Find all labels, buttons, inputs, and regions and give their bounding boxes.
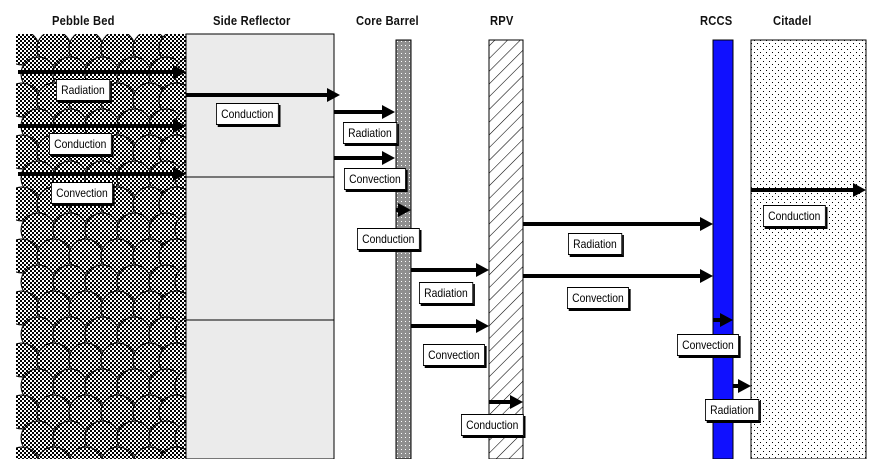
- pebble: [174, 421, 186, 455]
- arrow-gap1-radiation: [334, 105, 395, 119]
- side-reflector-region: [185, 33, 335, 459]
- pebble: [101, 446, 135, 459]
- header-citadel: Citadel: [773, 13, 812, 28]
- label-citadel-conduction: Conduction: [763, 205, 826, 227]
- header-rccs: RCCS: [700, 13, 733, 28]
- pebble: [133, 446, 167, 459]
- arrow-rccs-radiation: [733, 379, 751, 393]
- arrow-pebble-convection: [18, 167, 186, 181]
- pebble: [69, 446, 103, 459]
- label-gap2-radiation: Radiation: [419, 282, 473, 304]
- header-rpv: RPV: [490, 13, 514, 28]
- arrow-gap3-convection: [523, 269, 713, 283]
- pebble: [174, 317, 186, 351]
- label-rpv-conduction: Conduction: [461, 414, 524, 436]
- rpv-region: [488, 39, 524, 459]
- label-rccs-convection: Convection: [677, 334, 739, 356]
- label-pebble-radiation: Radiation: [56, 79, 110, 101]
- label-gap1-radiation: Radiation: [343, 122, 397, 144]
- arrow-pebble-radiation: [18, 65, 186, 79]
- header-pebble-bed: Pebble Bed: [52, 13, 115, 28]
- pebble: [174, 265, 186, 299]
- header-side-reflector: Side Reflector: [213, 13, 291, 28]
- pebble-bed-region: [16, 34, 186, 459]
- label-rccs-radiation: Radiation: [705, 399, 759, 421]
- arrow-gap2-radiation: [411, 263, 489, 277]
- heat-flow-arrows: [18, 65, 866, 409]
- arrow-gap1-convection: [334, 151, 395, 165]
- label-gap2-convection: Convection: [423, 344, 485, 366]
- label-reflector-conduction: Conduction: [216, 103, 279, 125]
- pebble: [37, 446, 71, 459]
- label-barrel-conduction: Conduction: [357, 228, 420, 250]
- label-pebble-convection: Convection: [51, 182, 113, 204]
- arrow-citadel-conduction: [751, 183, 866, 197]
- label-gap3-radiation: Radiation: [568, 233, 622, 255]
- pebble: [174, 213, 186, 247]
- arrow-gap2-convection: [411, 319, 489, 333]
- pebble: [159, 446, 186, 459]
- pebble: [174, 369, 186, 403]
- rccs-region: [712, 39, 734, 459]
- pebble: [16, 446, 39, 459]
- label-pebble-conduction: Conduction: [49, 133, 112, 155]
- citadel-region: [750, 39, 867, 459]
- header-core-barrel: Core Barrel: [356, 13, 419, 28]
- arrow-gap3-radiation: [523, 217, 713, 231]
- arrow-rccs-convection: [713, 313, 733, 327]
- arrow-barrel-conduction: [396, 203, 411, 217]
- arrow-rpv-conduction: [489, 395, 523, 409]
- label-gap3-convection: Convection: [567, 287, 629, 309]
- arrow-pebble-conduction: [18, 119, 186, 133]
- label-gap1-convection: Convection: [344, 168, 406, 190]
- arrow-reflector-conduction: [186, 88, 340, 102]
